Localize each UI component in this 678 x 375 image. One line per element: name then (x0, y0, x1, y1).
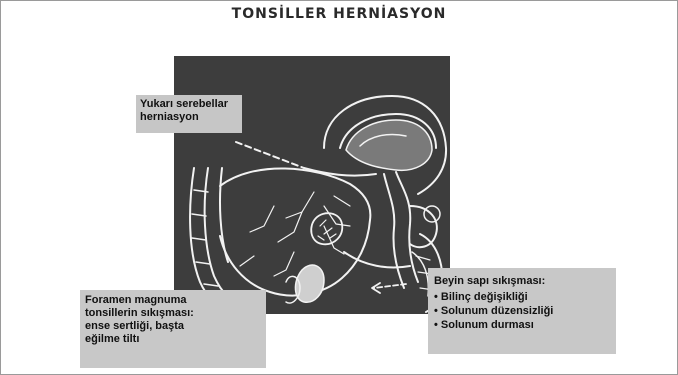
tentorium-line (236, 142, 304, 168)
label-foramen-line-4: eğilme tiltı (85, 333, 261, 346)
slide-title: TONSİLLER HERNİASYON (0, 6, 678, 22)
label-brainstem-compression: Beyin sapı sıkışması: • Bilinç değişikli… (428, 268, 616, 354)
label-brainstem-item: • Solunum durması (434, 318, 610, 332)
label-foramen-line-3: ense sertliği, başta (85, 320, 261, 333)
label-brainstem-item: • Solunum düzensizliği (434, 304, 610, 318)
label-foramen-line-2: tonsillerin sıkışması: (85, 307, 261, 320)
label-brainstem-heading: Beyin sapı sıkışması: (434, 274, 610, 288)
label-foramen-magnum-compression: Foramen magnuma tonsillerin sıkışması: e… (80, 290, 266, 368)
cerebellar-nodule (311, 213, 342, 244)
label-foramen-line-1: Foramen magnuma (85, 294, 261, 307)
label-upper-line-2: herniasyon (140, 111, 238, 124)
label-brainstem-item: • Bilinç değişikliği (434, 290, 610, 304)
label-upper-cerebellar-herniation: Yukarı serebellar herniasyon (136, 95, 242, 133)
ventricle-region (346, 120, 432, 170)
label-upper-line-1: Yukarı serebellar (140, 98, 238, 111)
cerebellar-vessels (240, 192, 350, 276)
